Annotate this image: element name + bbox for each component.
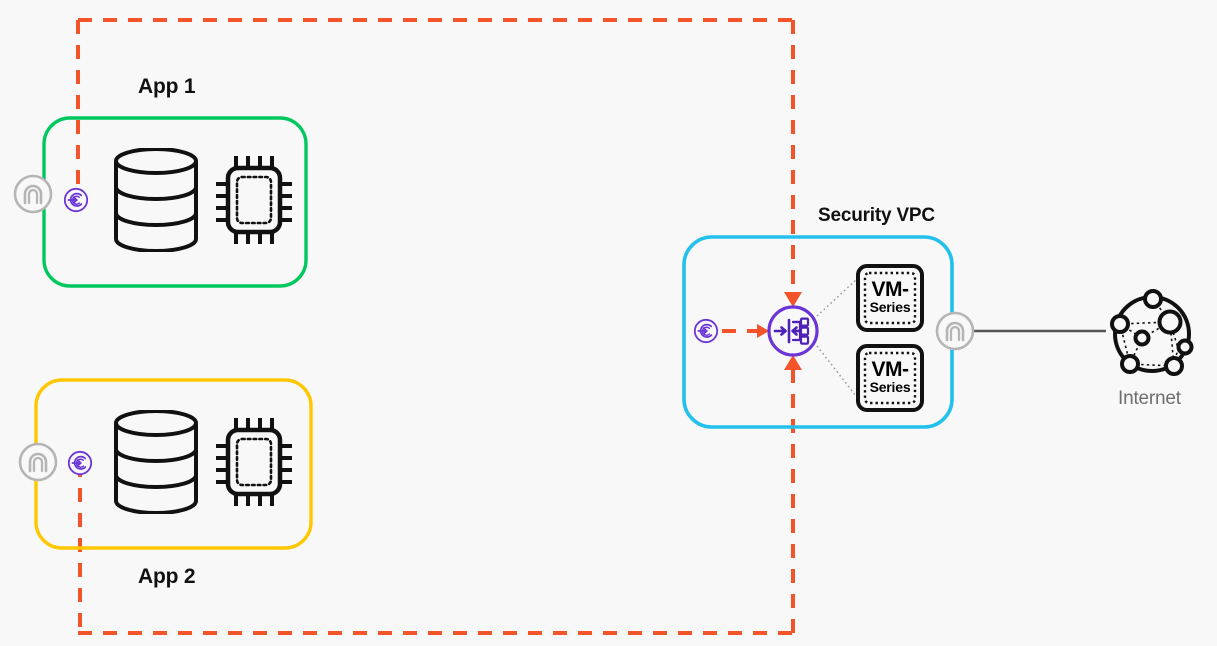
- app1-gateway-icon[interactable]: [13, 174, 53, 214]
- app2-vpc-attachment-icon[interactable]: [67, 450, 93, 476]
- lb-to-vm1-leader: [816, 279, 857, 317]
- security-vpc-gateway-icon[interactable]: [935, 311, 975, 351]
- security-vpc-title: Security VPC: [818, 205, 935, 226]
- app1-vpc-attachment-icon[interactable]: [63, 187, 89, 213]
- app2-database-icon: [114, 410, 198, 514]
- lb-to-vm2-leader: [816, 345, 857, 397]
- load-balancer-icon[interactable]: [767, 305, 819, 357]
- app1-cpu-chip-icon: [216, 156, 292, 244]
- vm-series-1[interactable]: [856, 264, 924, 332]
- traffic-arrowheads: [757, 292, 802, 370]
- app1-database-icon: [114, 148, 198, 252]
- arrow-up-into-lb: [784, 355, 802, 370]
- app2-title: App 2: [138, 565, 196, 588]
- app1-title: App 1: [138, 75, 196, 98]
- vm-series-2[interactable]: [856, 344, 924, 412]
- lb-to-firewall-leaders: [816, 279, 857, 397]
- app2-cpu-chip-icon: [216, 418, 292, 506]
- internet-label: Internet: [1118, 388, 1181, 409]
- arrow-down-into-lb: [784, 292, 802, 307]
- app2-gateway-icon[interactable]: [18, 442, 58, 482]
- security-vpc-attachment-icon[interactable]: [693, 318, 719, 344]
- internet-cloud-icon: [1110, 289, 1194, 376]
- traffic-flow-path: [76, 18, 795, 635]
- arrow-right-into-lb: [757, 324, 769, 338]
